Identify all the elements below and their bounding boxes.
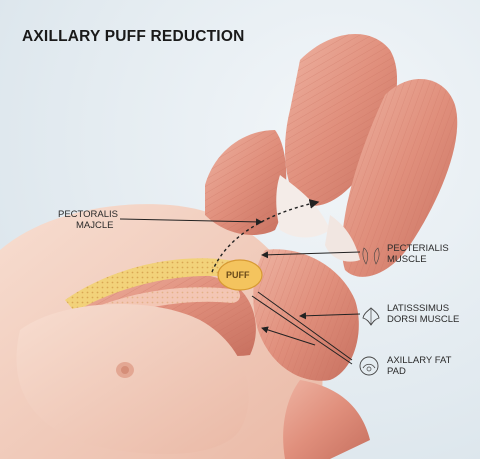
label-line: PECTERIALIS	[387, 243, 449, 254]
label-line: PECTORALIS	[58, 209, 119, 220]
label-line: DORSI MUSCLE	[387, 314, 460, 325]
muscle-icon	[362, 247, 380, 265]
back-muscle-icon	[362, 307, 380, 326]
leader-line-pectoralis-left	[119, 218, 263, 226]
leader-line-fat-pad	[251, 295, 353, 365]
diagram-title: AXILLARY PUFF REDUCTION	[22, 28, 245, 45]
fat-pad-icon	[359, 356, 379, 376]
label-line: MAJCLE	[76, 220, 114, 231]
axillary-puff	[217, 259, 263, 291]
label-line: PAD	[387, 366, 406, 377]
label-line: LATISSSIMUS	[387, 303, 450, 314]
label-axillary-fat-pad: AXILLARY FAT PAD	[387, 355, 451, 377]
breast	[16, 303, 249, 455]
label-latissimus-dorsi: LATISSSIMUS DORSI MUSCLE	[387, 303, 459, 325]
label-line: AXILLARY FAT	[387, 355, 452, 366]
label-line: MUSCLE	[387, 254, 427, 265]
tendon	[325, 215, 360, 262]
leader-line-pectoralis-right	[261, 251, 361, 259]
reduction-path-arrow	[211, 199, 320, 273]
serratus-muscle	[283, 380, 370, 459]
label-pectoralis-muscle-right: PECTERIALIS MUSCLE	[387, 243, 449, 265]
leader-line-latissimus	[299, 312, 361, 320]
leader-line-fat-pad	[257, 291, 353, 361]
label-pectoralis-major-left: PECTORALIS MAJCLE	[58, 209, 118, 231]
puff-label: PUFF	[226, 270, 250, 280]
